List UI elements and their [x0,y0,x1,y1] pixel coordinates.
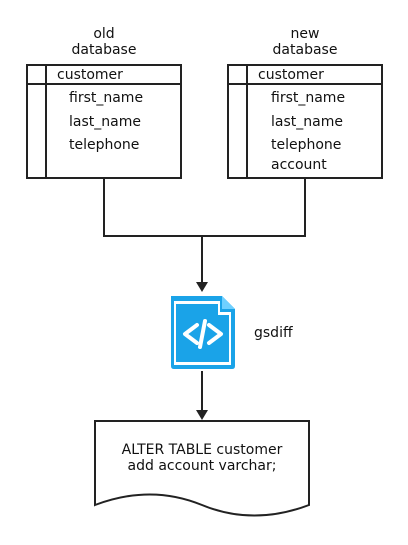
new-db-title-line2: database [272,42,338,58]
output-sql: ALTER TABLE customer add account varchar… [95,442,309,474]
old-db-title: old database [54,26,154,58]
old-db-title-line1: old [93,26,115,42]
output-sql-line1: ALTER TABLE customer [121,442,283,458]
new-field-last-name: last_name [271,114,343,130]
new-field-telephone: telephone [271,137,342,153]
output-document-shape [94,420,310,517]
new-database-table [227,64,383,179]
old-db-title-line2: database [71,42,137,58]
old-database-table [26,64,182,179]
tool-name-label: gsdiff [254,325,293,341]
new-db-title-line1: new [290,26,320,42]
new-db-title: new database [255,26,355,58]
old-field-telephone: telephone [69,137,140,153]
new-field-account: account [271,157,327,173]
arrow-to-output-head [196,410,208,420]
old-field-last-name: last_name [69,114,141,130]
arrow-to-tool-head [196,282,208,292]
new-table-name: customer [258,67,324,83]
arrow-to-output [196,371,208,420]
output-sql-line2: add account varchar; [127,458,277,474]
old-table-name: customer [57,67,123,83]
merge-line [103,178,306,237]
old-field-first-name: first_name [69,90,144,106]
merge-connector [103,178,306,292]
code-file-icon [171,296,235,369]
new-field-first-name: first_name [271,90,346,106]
